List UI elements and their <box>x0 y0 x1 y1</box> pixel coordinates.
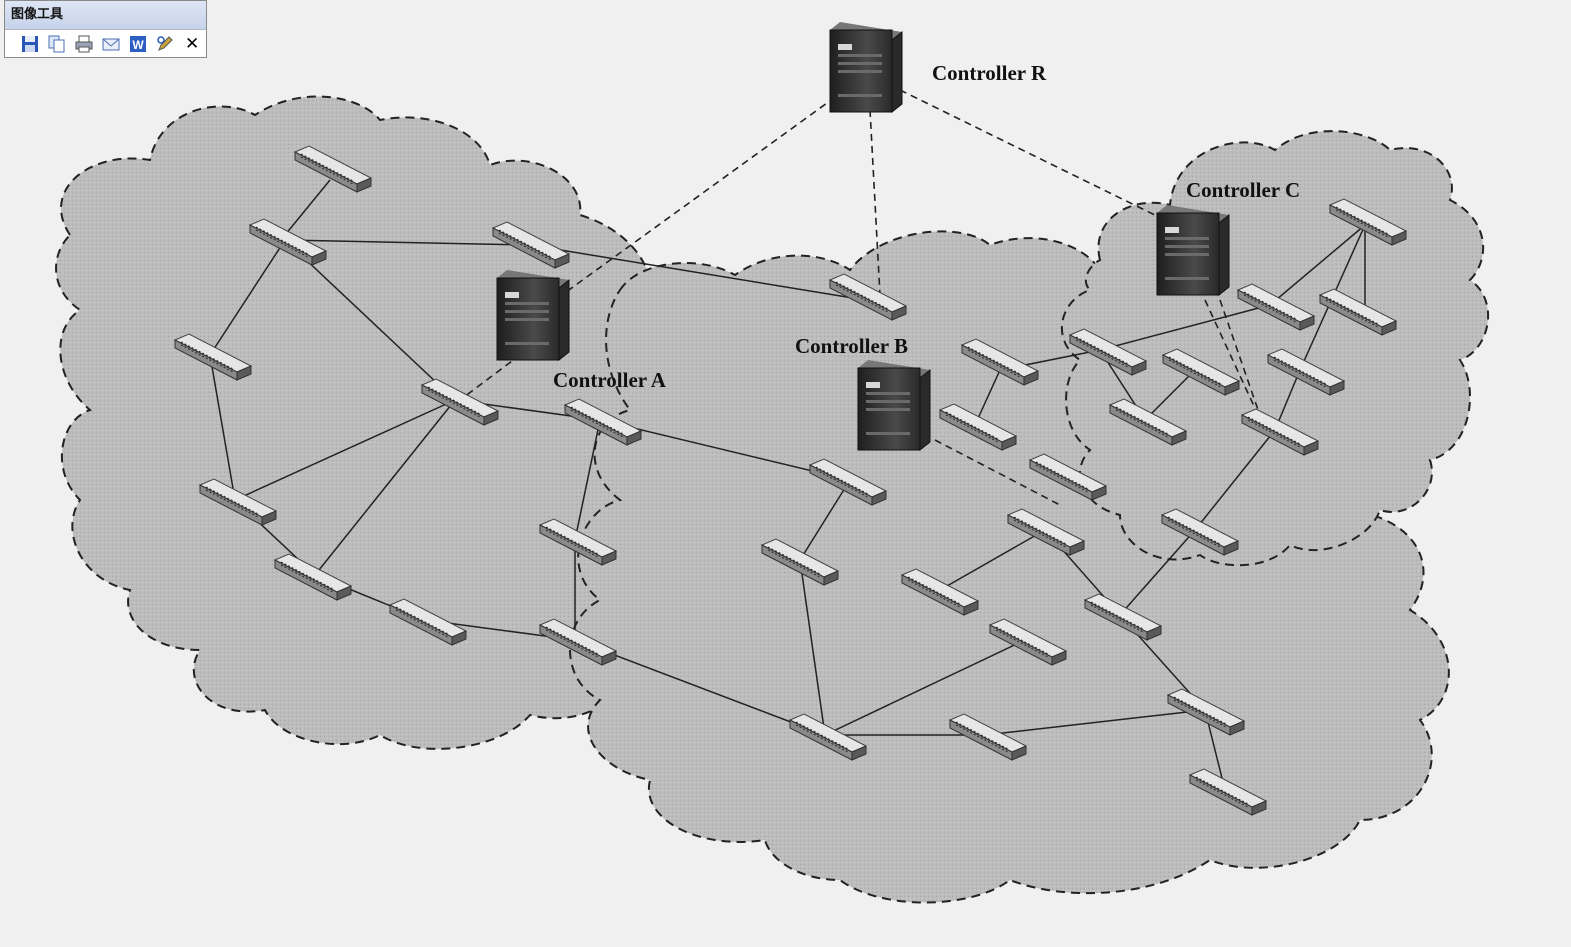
edit-icon[interactable] <box>156 35 174 53</box>
close-icon[interactable]: ✕ <box>185 34 200 54</box>
save-icon[interactable] <box>21 35 39 53</box>
controller-c-server-icon <box>1156 204 1230 296</box>
controller-b-server-icon <box>857 359 931 451</box>
controller-b-label: Controller B <box>795 334 908 358</box>
toolbar-title: 图像工具 <box>5 1 206 30</box>
toolbar-icon-row: W ✕ <box>5 30 206 58</box>
image-toolbar: 图像工具 W ✕ <box>4 0 207 58</box>
word-icon[interactable]: W <box>129 35 147 53</box>
controller-c-label: Controller C <box>1186 178 1300 202</box>
controller-a-label: Controller A <box>553 368 667 392</box>
copy-icon[interactable] <box>48 35 66 53</box>
controller-r-server-icon <box>829 21 903 113</box>
controller-a-server-icon <box>496 269 570 361</box>
svg-text:W: W <box>132 38 144 52</box>
controller-r-label: Controller R <box>932 61 1047 85</box>
mail-icon[interactable] <box>102 35 120 53</box>
domain-a-cloud <box>55 95 762 750</box>
print-icon[interactable] <box>75 35 93 53</box>
